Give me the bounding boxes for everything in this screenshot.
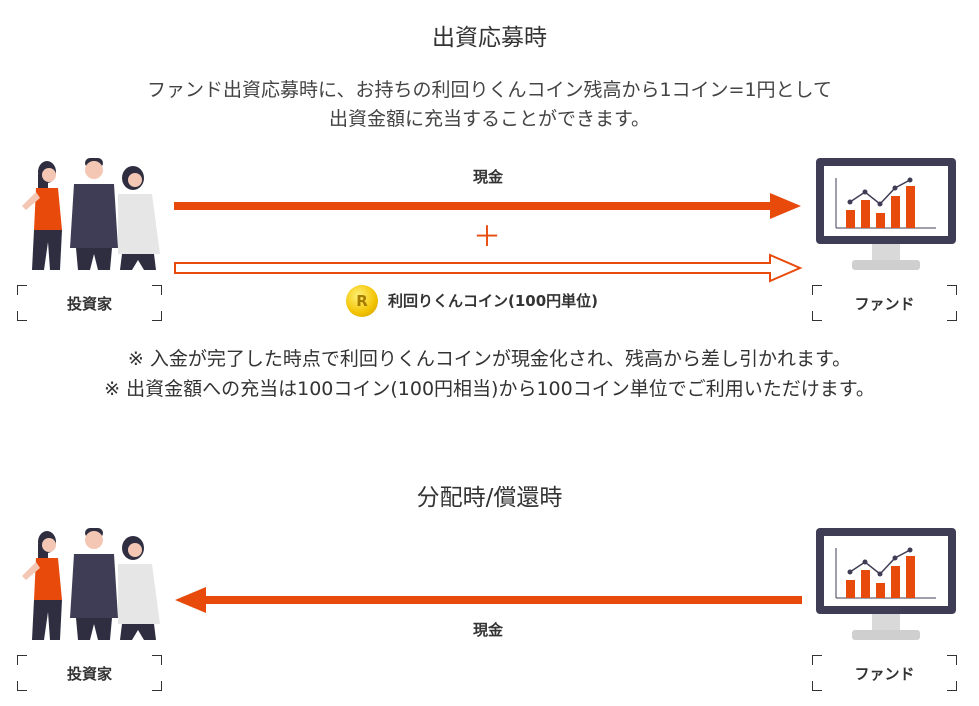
cash-arrow-left: [175, 587, 802, 613]
investors-illustration-icon-2: [22, 528, 160, 640]
note-2: ※ 出資金額への充当は100コイン(100円相当)から100コイン単位でご利用い…: [104, 378, 875, 400]
fund-label-2: ファンド: [854, 664, 915, 683]
cash-arrow-label-2: 現金: [472, 621, 503, 639]
note-1: ※ 入金が完了した時点で利回りくんコインが現金化され、残高から差し引かれます。: [127, 348, 852, 370]
plus-icon: ＋: [472, 220, 501, 253]
cash-arrow-right: [174, 193, 801, 219]
section1-description: ファンド出資応募時に、お持ちの利回りくんコイン残高から1コイン=1円として 出資…: [0, 76, 979, 134]
fund-label-box-2: ファンド: [812, 655, 957, 691]
fund-label: ファンド: [854, 294, 915, 313]
investor-label-box: 投資家: [17, 285, 162, 321]
cash-arrow-label: 現金: [472, 168, 503, 186]
investor-woman-right: [118, 166, 160, 270]
section2-title: 分配時/償還時: [416, 485, 563, 511]
section1-desc-line2: 出資金額に充当することができます。: [328, 108, 651, 130]
investor-woman-left: [22, 161, 62, 270]
notes: ※ 入金が完了した時点で利回りくんコインが現金化され、残高から差し引かれます。 …: [0, 344, 979, 404]
investor-label-2: 投資家: [66, 664, 112, 683]
coin-arrow-label: 利回りくんコイン(100円単位): [388, 292, 599, 310]
section1-desc-line1: ファンド出資応募時に、お持ちの利回りくんコイン残高から1コイン=1円として: [147, 79, 832, 101]
coin-icon: R: [346, 285, 378, 317]
investor-label: 投資家: [66, 294, 112, 313]
fund-monitor-icon-2: [816, 528, 956, 640]
investor-man-center: [70, 158, 118, 270]
section1-title: 出資応募時: [432, 25, 547, 51]
fund-monitor-icon: [816, 158, 956, 270]
coin-arrow-right: [174, 253, 803, 283]
fund-label-box: ファンド: [812, 285, 957, 321]
investors-illustration-icon: [22, 158, 160, 270]
coin-symbol: R: [356, 292, 368, 310]
investor-label-box-2: 投資家: [17, 655, 162, 691]
